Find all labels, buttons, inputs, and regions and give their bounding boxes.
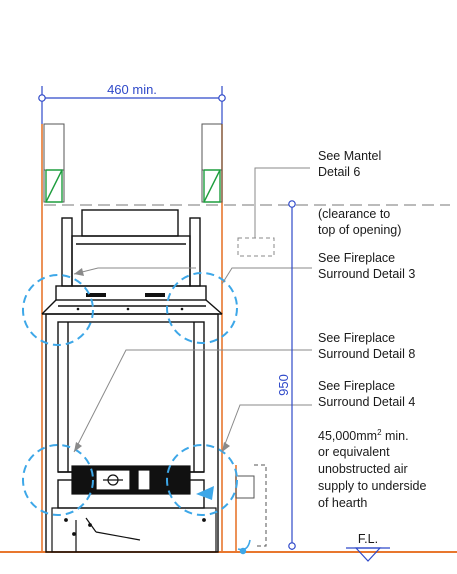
air-supply-note-line1: 45,000mm2 min.: [318, 428, 409, 443]
clearance-note-line1: (clearance to: [318, 207, 390, 221]
flue-columns: [43, 123, 223, 203]
leader-arrowheads: [74, 268, 230, 452]
flue-liner-green: [45, 169, 221, 203]
air-flow-arrow: [237, 539, 251, 551]
detail-circle-bottom-right: [166, 444, 238, 516]
detail-circles: [22, 272, 238, 516]
air-supply-note-line4: supply to underside: [318, 479, 426, 493]
hood-vent-slots: [76, 293, 184, 311]
air-supply-superscript: 2: [377, 428, 382, 437]
clearance-note-line2: top of opening): [318, 223, 401, 237]
width-dimension-label: 460 min.: [107, 82, 157, 97]
control-blue-arrow: [196, 486, 214, 500]
surround3-callout-line2: Surround Detail 3: [318, 267, 415, 281]
surround3-callout-line1: See Fireplace: [318, 251, 395, 265]
air-flow-arrow-head: [239, 547, 247, 555]
surround8-callout-line1: See Fireplace: [318, 331, 395, 345]
detail-circle-top-left: [22, 274, 94, 346]
surround8-callout-line2: Surround Detail 8: [318, 347, 415, 361]
air-duct: [235, 464, 267, 547]
detail-circle-top-right: [166, 272, 238, 344]
firebox-base: [51, 507, 217, 553]
width-dimension: [38, 86, 226, 124]
surround4-callout-line2: Surround Detail 4: [318, 395, 415, 409]
mantel-detail-box: [237, 237, 275, 257]
surround4-callout-line1: See Fireplace: [318, 379, 395, 393]
control-panel: [71, 465, 191, 495]
floor-level-label: F.L.: [358, 532, 378, 546]
height-dimension-label: 950: [276, 374, 291, 396]
mantel-callout-line1: See Mantel: [318, 149, 381, 163]
mantel-callout-line2: Detail 6: [318, 165, 360, 179]
floor-level-symbol: [346, 547, 390, 562]
air-supply-note-line3: unobstructed air: [318, 462, 408, 476]
height-dimension: [288, 200, 296, 550]
air-supply-note-line5: of hearth: [318, 496, 367, 510]
air-supply-suffix: min.: [382, 429, 409, 443]
air-supply-note-line2: or equivalent: [318, 445, 390, 459]
detail-circle-bottom-left: [22, 444, 94, 516]
fireplace-hood: [41, 209, 223, 315]
air-supply-value: 45,000mm: [318, 429, 377, 443]
